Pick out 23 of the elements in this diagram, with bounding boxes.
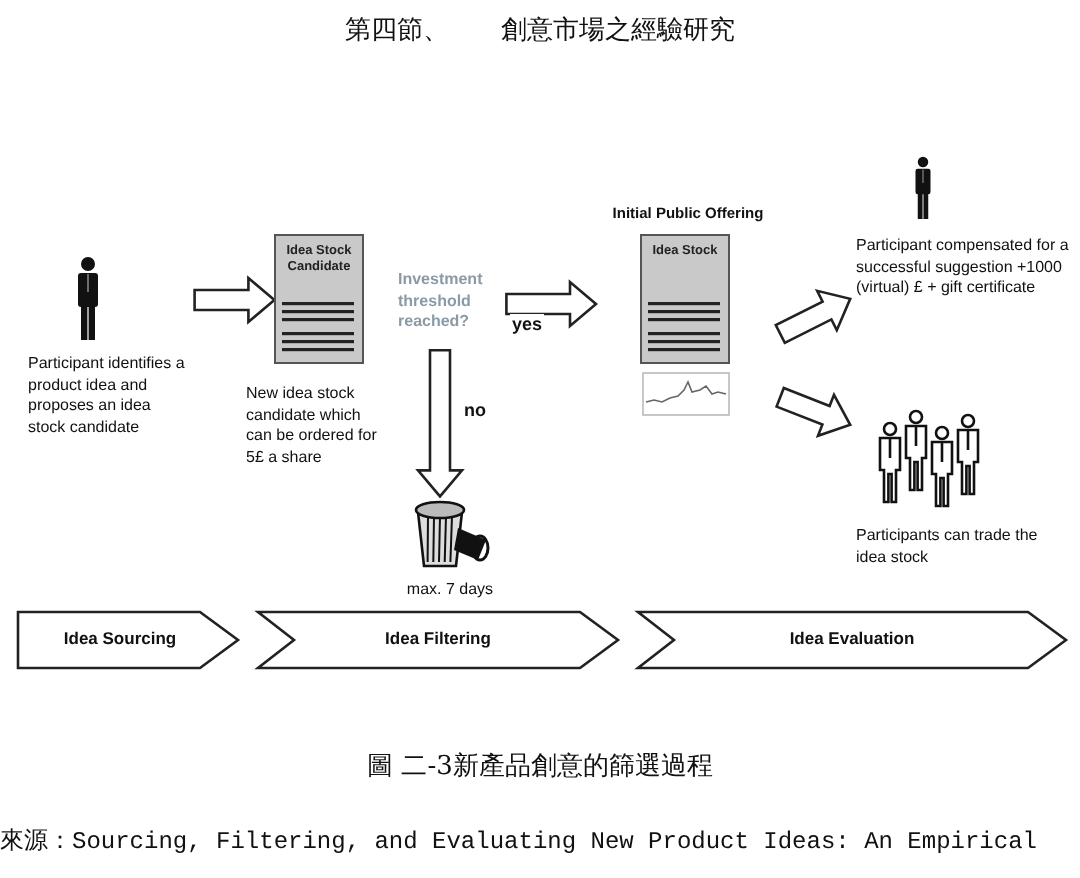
block-arrow — [774, 386, 853, 438]
document-card — [274, 234, 364, 364]
block-arrow — [415, 348, 465, 499]
edge-label: no — [462, 400, 488, 420]
stage-band — [636, 610, 1068, 670]
block-arrow — [505, 279, 598, 329]
stage-label: Idea Filtering — [383, 628, 493, 648]
page-heading: 第四節、 創意市場之經驗研究 — [343, 14, 737, 48]
stage-label: Idea Evaluation — [787, 628, 917, 648]
edge-label: yes — [510, 314, 545, 334]
participant-description: Participant identifies a product idea and proposes an idea stock candidate — [28, 354, 187, 438]
stage-band — [256, 610, 620, 670]
trading-description: Participants can trade the idea stock — [856, 526, 1040, 568]
reward-description: Participant compensated for a successful suggestion +1000 (virtual) £ + gift certificate — [856, 236, 1071, 299]
figure-caption: 圖 二-3新產品創意的篩選過程 — [365, 750, 715, 784]
stage-band — [16, 610, 240, 670]
decision-question: Investment threshold reached? — [398, 270, 485, 333]
node-caption: New idea stock candidate which can be ordered for 5£ a share — [246, 384, 378, 468]
block-arrow — [193, 275, 277, 325]
block-arrow — [774, 288, 852, 345]
stage-label: Idea Sourcing — [61, 628, 179, 648]
duration-note: max. 7 days — [404, 580, 496, 601]
source-note: 來源：Sourcing, Filtering, and Evaluating New Product Ideas: An Empirical — [0, 826, 1039, 858]
